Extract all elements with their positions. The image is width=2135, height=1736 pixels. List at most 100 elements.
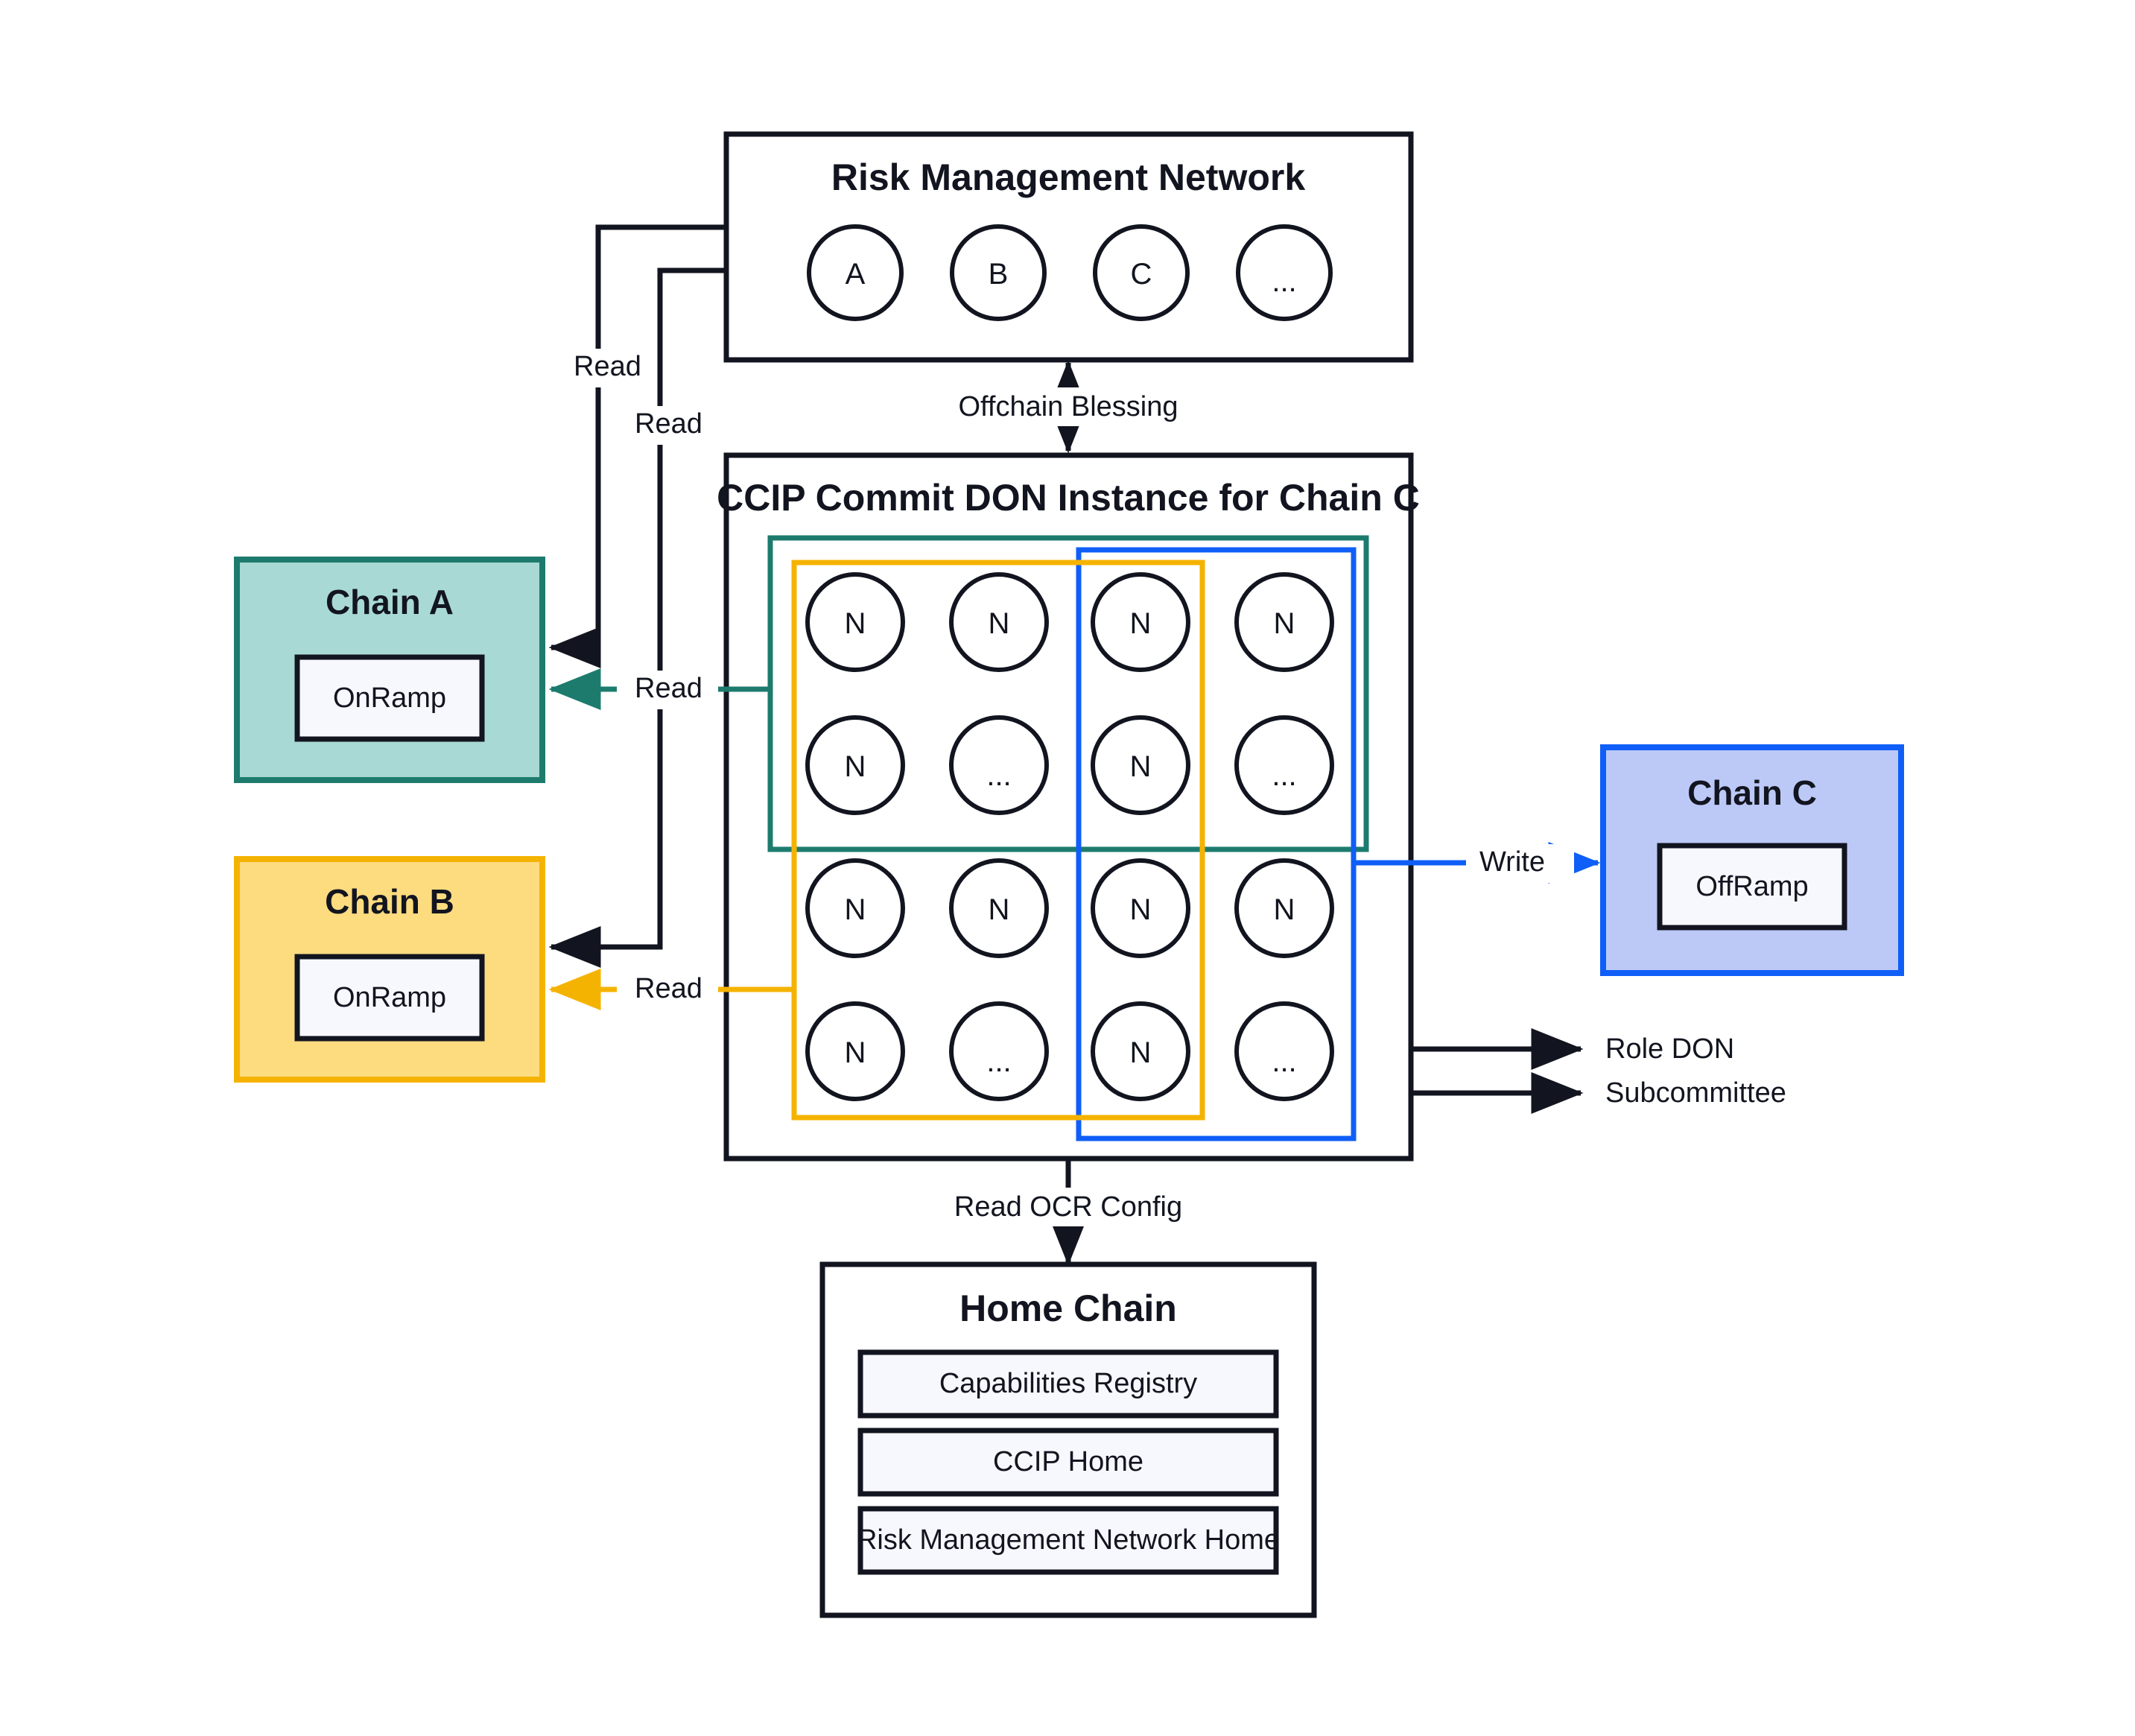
don-chain-b-read-label: Read [635,973,702,1004]
don-node-label: ... [1272,759,1296,792]
don-node-label: N [1130,750,1152,783]
role-don-label: Role DON [1605,1033,1734,1065]
rmn-node-a[interactable]: A [807,224,904,321]
ccip-home-label: CCIP Home [993,1446,1143,1477]
don-node[interactable]: N [1091,858,1190,958]
blessing-label-bg [961,387,1177,426]
read-label-bg [612,406,713,445]
rmn-node-c[interactable]: C [1093,224,1190,321]
don-node-circle [949,858,1049,958]
don-node-circle [805,858,905,958]
don-node[interactable]: N [805,715,905,815]
home-chain-contract-capabilities-registry[interactable] [857,1349,1279,1419]
don-node-circle [1234,715,1334,815]
rmn-node-ellipsis[interactable]: ... [1236,224,1333,321]
don-node-circle [949,572,1049,672]
capabilities-registry-label: Capabilities Registry [939,1368,1197,1399]
don-node-label: N [989,607,1010,640]
don-node[interactable]: ... [1234,1001,1334,1101]
don-node-circle [1091,715,1190,815]
don-node-label: N [989,893,1010,926]
read-ocr-config-label: Read OCR Config [954,1191,1182,1223]
don-node-circle [1091,1001,1190,1101]
rmn-title: Risk Management Network [831,156,1305,198]
don-node[interactable]: N [949,858,1049,958]
don-node-label: N [845,1036,866,1069]
chain-b-onramp-box[interactable] [294,954,485,1042]
don-node-circle [949,715,1049,815]
don-node-circle [1091,572,1190,672]
home-chain-contract-rmn-home[interactable] [857,1506,1279,1575]
rmn-outline [723,131,1414,363]
rmn-node-b[interactable]: B [950,224,1047,321]
chain-a-onramp-box[interactable] [294,654,485,742]
home-chain-outline [819,1261,1317,1618]
chain-b-onramp-label: OnRamp [333,982,446,1013]
read-ocr-label-bg [961,1188,1207,1226]
subcommittee-label: Subcommittee [1605,1077,1786,1109]
don-node[interactable]: N [1234,572,1334,672]
legend-role-don: Role DON [1411,1028,1734,1070]
don-node[interactable]: N [805,572,905,672]
home-chain-box[interactable]: Home Chain Capabilities Registry CCIP Ho… [819,1261,1317,1618]
chain-c-offramp-label: OffRamp [1695,871,1808,902]
don-to-chain-a-edge: Read [548,668,770,710]
rmn-node-label: C [1131,258,1152,291]
rmn-node-circle [1236,224,1333,321]
rmn-home-label: Risk Management Network Home [857,1524,1280,1556]
don-node-circle [805,1001,905,1101]
don-node[interactable]: N [1234,858,1334,958]
don-node-label: N [845,607,866,640]
blue-overlay[interactable] [1076,547,1357,1141]
don-node-circle [1091,858,1190,958]
rmn-node-label: A [846,258,866,291]
rmn-chain-b-read-label: Read [635,408,702,440]
don-node-circle [949,1001,1049,1101]
rmn-to-chain-b-edge: Read [548,267,726,968]
commit-don-box[interactable]: CCIP Commit DON Instance for Chain C N N… [717,452,1420,1162]
don-node-circle [805,715,905,815]
chain-b-title: Chain B [325,882,454,921]
don-node-label: ... [986,1045,1011,1078]
rmn-chain-a-path [548,224,726,668]
yellow-overlay[interactable] [791,560,1205,1121]
don-node-circle [1234,1001,1334,1101]
offchain-blessing-label: Offchain Blessing [958,391,1178,422]
don-node-label: N [1130,893,1152,926]
rmn-node-circle [950,224,1047,321]
don-to-chain-c-edge: Write [1354,842,1601,884]
rmn-node-label: ... [1272,265,1296,298]
chain-c-title: Chain C [1687,773,1817,812]
read-label-bg [617,971,718,1010]
offchain-blessing-edge: Offchain Blessing [958,360,1178,454]
don-node[interactable]: ... [949,715,1049,815]
don-node[interactable]: N [1091,1001,1190,1101]
chain-c-offramp-box[interactable] [1657,843,1847,931]
don-node[interactable]: N [949,572,1049,672]
rmn-chain-b-path [548,267,726,968]
chain-c-box[interactable]: Chain C OffRamp [1600,744,1904,976]
don-node[interactable]: N [805,1001,905,1101]
don-node-label: N [1274,893,1295,926]
risk-management-network-box[interactable]: Risk Management Network A B C ... [723,131,1414,363]
commit-don-title: CCIP Commit DON Instance for Chain C [717,477,1420,519]
rmn-node-label: B [989,258,1009,291]
don-node-label: N [1274,607,1295,640]
don-to-home-chain-edge: Read OCR Config [954,1159,1207,1266]
legend-subcommittee: Subcommittee [1411,1072,1786,1114]
don-chain-c-write-label: Write [1479,846,1545,878]
don-node[interactable]: N [1091,715,1190,815]
don-node[interactable]: N [805,858,905,958]
rmn-to-chain-a-edge: Read [548,224,726,668]
chain-a-box[interactable]: Chain A OnRamp [234,557,545,783]
home-chain-contract-ccip-home[interactable] [857,1428,1279,1497]
chain-b-box[interactable]: Chain B OnRamp [234,856,545,1083]
teal-overlay[interactable] [767,535,1369,852]
don-node-label: N [845,893,866,926]
chain-a-onramp-label: OnRamp [333,682,446,714]
don-node[interactable]: ... [949,1001,1049,1101]
don-node-label: ... [1272,1045,1296,1078]
don-node[interactable]: ... [1234,715,1334,815]
don-node[interactable]: N [1091,572,1190,672]
